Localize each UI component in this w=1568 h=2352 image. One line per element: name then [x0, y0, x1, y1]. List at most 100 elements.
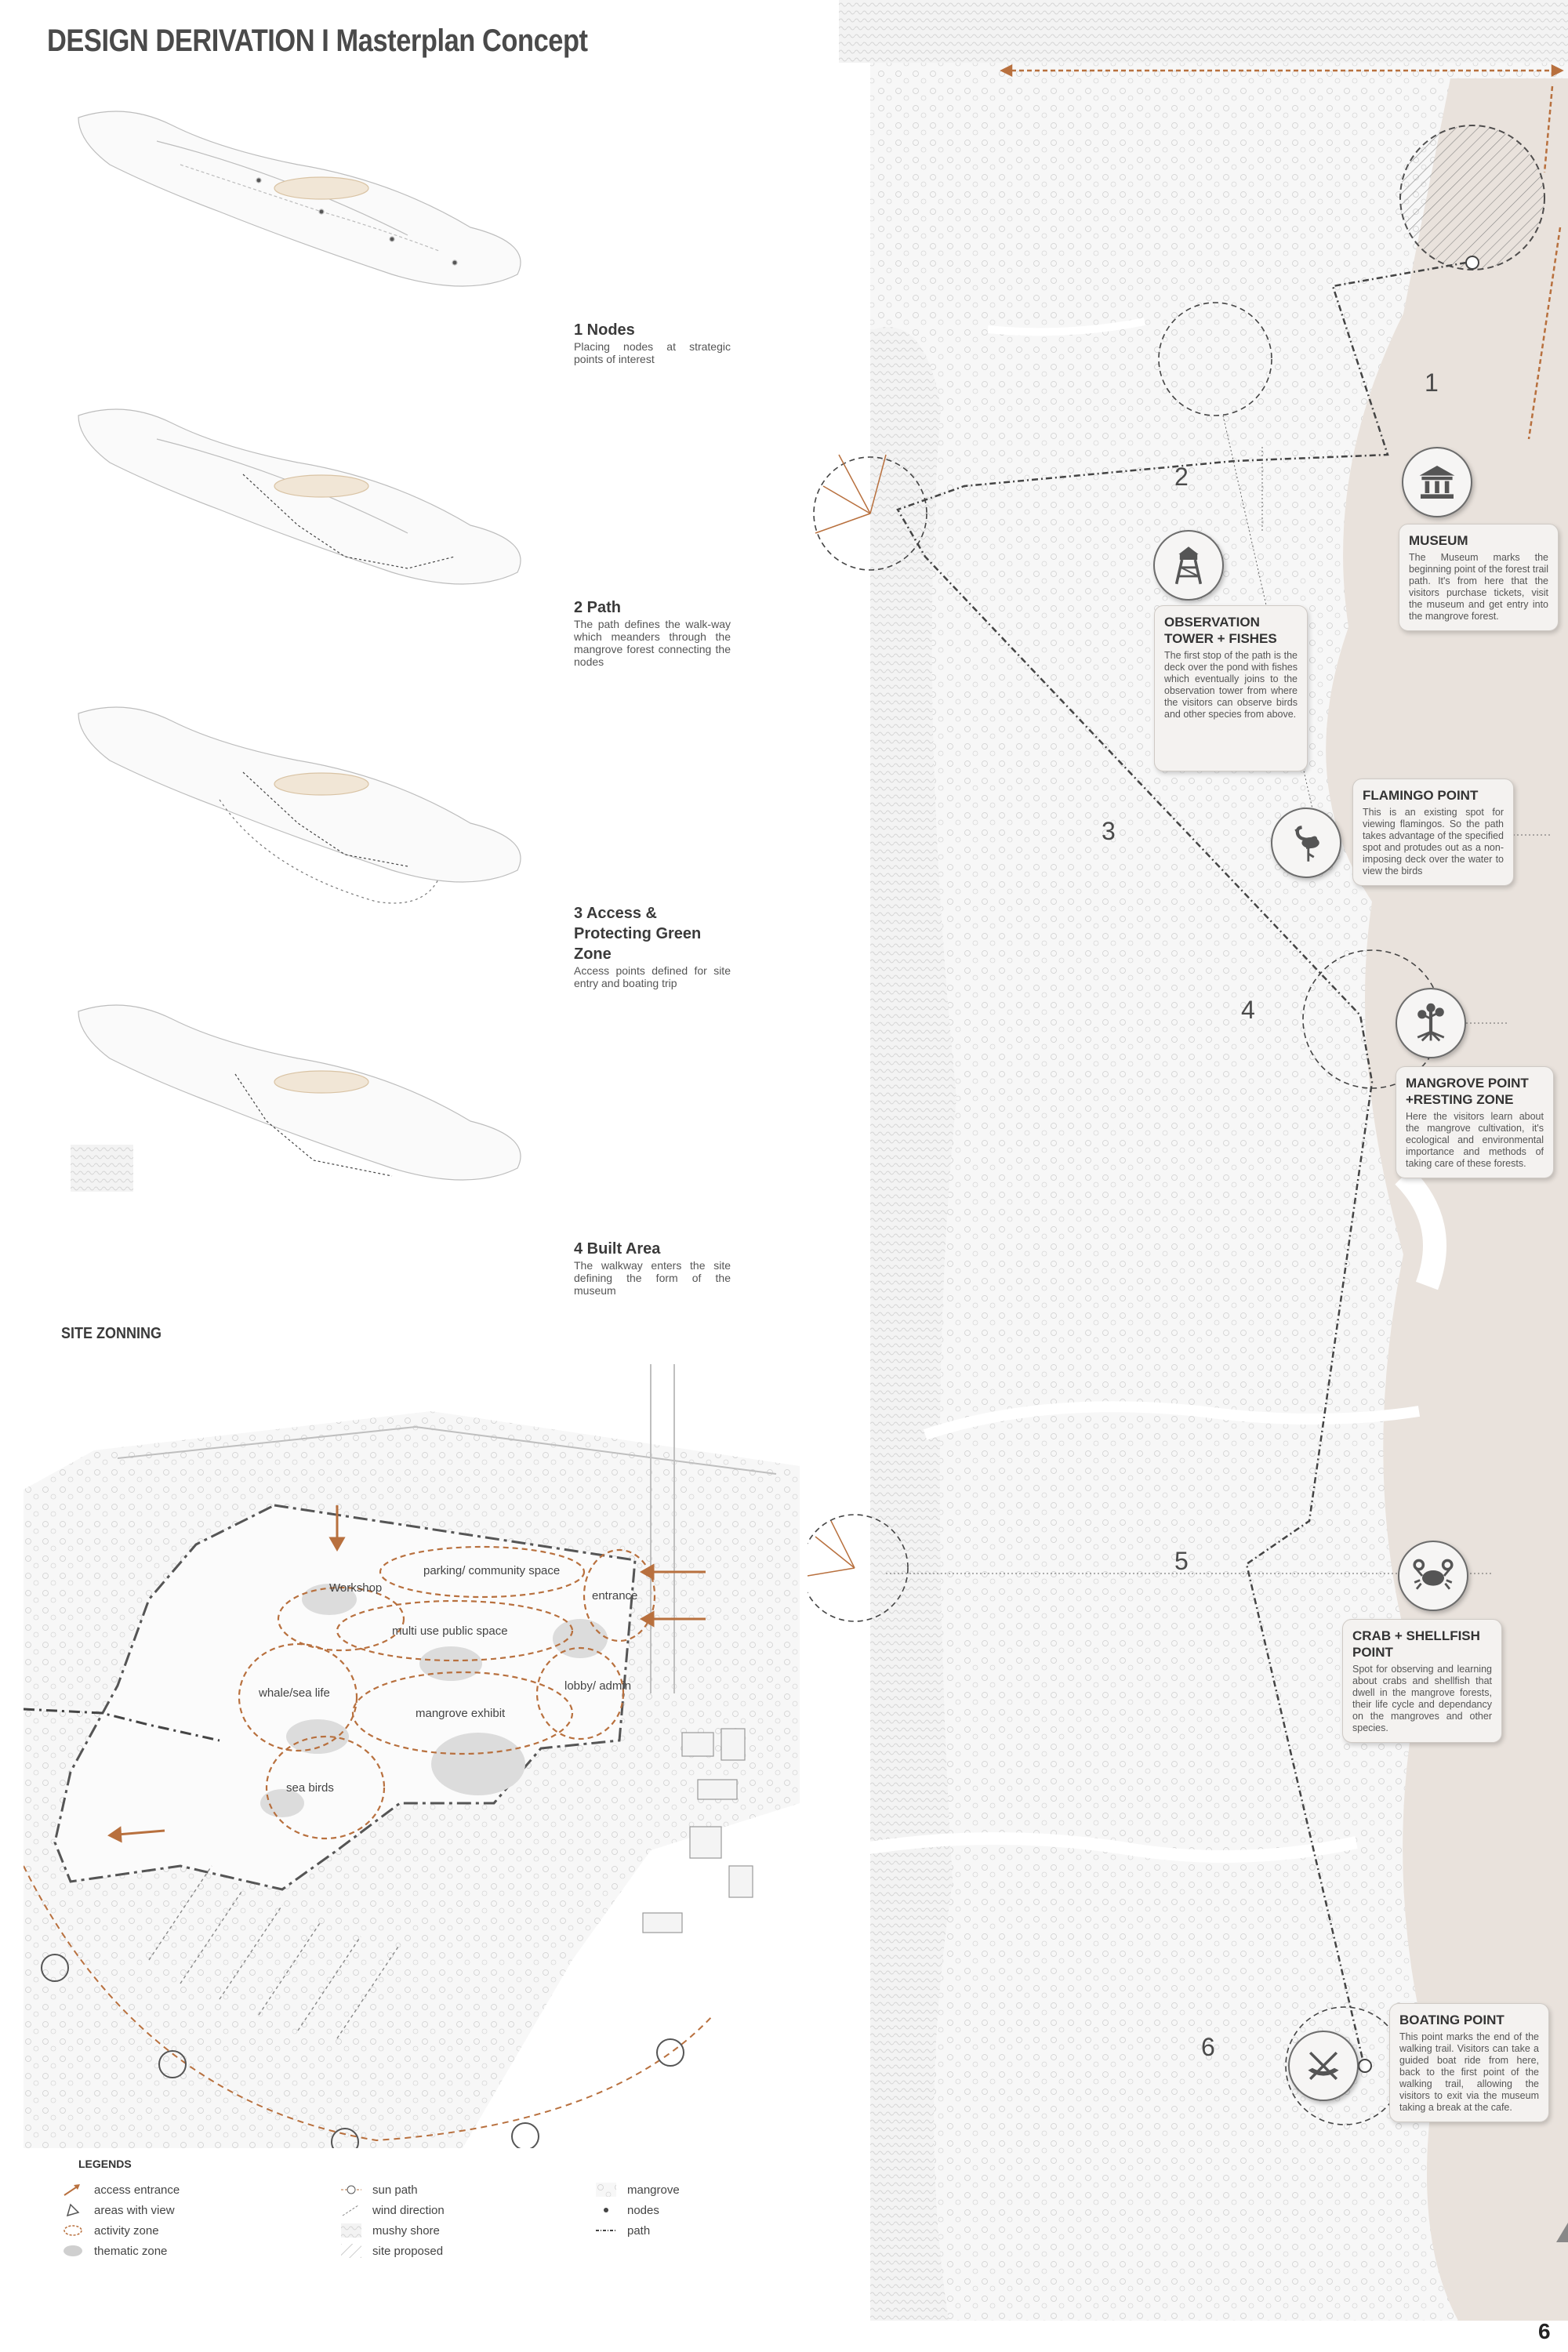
mangrove-icon — [596, 2183, 616, 2197]
legend-item: sun path — [341, 2180, 445, 2200]
legend-label: nodes — [627, 2203, 659, 2217]
page-number: 6 — [1538, 2319, 1551, 2343]
legend-item: path — [596, 2220, 680, 2241]
east-shore — [1326, 78, 1568, 2321]
derivation-sketches — [71, 111, 521, 1192]
legend-label: access entrance — [94, 2183, 180, 2197]
legend-item: site proposed — [341, 2241, 445, 2261]
legend-label: thematic zone — [94, 2244, 168, 2258]
step-2-desc: The path defines the walk-way which mean… — [574, 618, 731, 668]
flamingo-icon — [1271, 808, 1341, 878]
legend-label: areas with view — [94, 2203, 175, 2217]
zone-label: multi use public space — [392, 1624, 508, 1638]
sketch-3-access — [78, 706, 521, 904]
legend-column-3: mangrove nodes path — [596, 2180, 680, 2241]
site-zoning-diagram: parking/ community space Workshop entran… — [24, 1364, 800, 2148]
mangrove-desc: Here the visitors learn about the mangro… — [1406, 1111, 1544, 1169]
site-access-arrows — [1000, 64, 1564, 440]
legend-label: path — [627, 2223, 651, 2238]
zone-label: Workshop — [329, 1581, 382, 1595]
page-title: DESIGN DERIVATION I Masterplan Concept — [47, 24, 588, 58]
view-arrows — [808, 454, 887, 1577]
mangrove-title: MANGROVE POINT +RESTING ZONE — [1406, 1076, 1529, 1107]
sketch-4-built — [71, 1004, 521, 1192]
point-3-number: 3 — [1102, 817, 1116, 845]
step-4-title: 4 Built Area — [574, 1240, 661, 1258]
observation-desc: The first stop of the path is the deck o… — [1164, 650, 1298, 720]
west-mushy-shore — [870, 327, 956, 2321]
node-icon — [604, 2208, 608, 2212]
legend-item: areas with view — [63, 2200, 180, 2220]
sun-positions — [41, 1954, 684, 2148]
legends-panel: access entrance areas with view activity… — [63, 2180, 737, 2281]
crab-desc: Spot for observing and learning about cr… — [1352, 1664, 1492, 1733]
trail-end-node — [1358, 2059, 1372, 2073]
legend-item: wind direction — [341, 2200, 445, 2220]
legend-column-2: sun path wind direction mushy shore site… — [341, 2180, 445, 2261]
legend-item: access entrance — [63, 2180, 180, 2200]
flamingo-desc: This is an existing spot for viewing fla… — [1363, 807, 1504, 877]
observation-info-card: OBSERVATION TOWER + FISHES The first sto… — [1154, 605, 1308, 771]
point-2-number: 2 — [1174, 463, 1189, 491]
access-arrow-icon — [64, 2184, 80, 2196]
museum-zone — [1399, 125, 1545, 270]
flamingo-info-card: FLAMINGO POINT This is an existing spot … — [1352, 779, 1514, 886]
step-4: 4 Built Area The walkway enters the site… — [574, 1239, 731, 1297]
activity-zones — [238, 1545, 656, 1840]
sketch-2-path — [78, 408, 521, 585]
zone-label: entrance — [592, 1589, 637, 1602]
boating-info-card: BOATING POINT This point marks the end o… — [1389, 2003, 1549, 2122]
sketch-1-nodes — [78, 111, 521, 287]
wind-directions — [148, 1865, 401, 2039]
step-2: 2 Path The path defines the walk-way whi… — [574, 597, 731, 668]
flamingo-title: FLAMINGO POINT — [1363, 788, 1479, 803]
legend-label: activity zone — [94, 2223, 159, 2238]
step-4-desc: The walkway enters the site defining the… — [574, 1259, 731, 1297]
point-4-number: 4 — [1241, 996, 1255, 1024]
legend-label: wind direction — [372, 2203, 445, 2217]
trail-start-node — [1465, 256, 1479, 270]
site-road — [117, 1425, 777, 1475]
crab-info-card: CRAB + SHELLFISH POINT Spot for observin… — [1342, 1619, 1502, 1743]
mushy-shore-icon — [341, 2223, 361, 2238]
sun-path-icon — [341, 2185, 361, 2194]
sun-path — [24, 1865, 714, 2142]
step-1-desc: Placing nodes at strategic points of int… — [574, 340, 731, 365]
legend-item: thematic zone — [63, 2241, 180, 2261]
legend-label: site proposed — [372, 2244, 444, 2258]
legend-label: sun path — [372, 2183, 418, 2197]
site-zoning-title: SITE ZONNING — [61, 1325, 162, 1342]
step-1: 1 Nodes Placing nodes at strategic point… — [574, 320, 731, 365]
museum-title: MUSEUM — [1409, 533, 1468, 548]
adjacent-buildings — [642, 1728, 753, 1933]
boating-desc: This point marks the end of the walking … — [1399, 2031, 1539, 2113]
zone-label: parking/ community space — [423, 1564, 560, 1577]
wind-icon — [342, 2205, 359, 2216]
walkway-path — [24, 1708, 220, 1742]
zone-label: mangrove exhibit — [416, 1707, 506, 1720]
boating-title: BOATING POINT — [1399, 2013, 1504, 2027]
legends-title: LEGENDS — [78, 2158, 132, 2170]
museum-icon — [1402, 447, 1472, 517]
north-arrow-icon — [1556, 2223, 1568, 2242]
walking-trail — [896, 261, 1467, 2067]
zone-label: lobby/ admin — [564, 1679, 631, 1693]
activity-zone-icon — [64, 2225, 82, 2236]
step-1-title: 1 Nodes — [574, 321, 635, 339]
crab-title: CRAB + SHELLFISH POINT — [1352, 1628, 1480, 1660]
legend-item: activity zone — [63, 2220, 180, 2241]
thematic-zone-icon — [64, 2245, 82, 2256]
site-proposed-icon — [341, 2244, 361, 2258]
view-icon — [66, 2203, 80, 2217]
museum-desc: The Museum marks the beginning point of … — [1409, 552, 1548, 622]
mangrove-tree-icon — [1396, 988, 1466, 1058]
legend-label: mushy shore — [372, 2223, 440, 2238]
step-3: 3 Access & Protecting Green Zone Access … — [574, 903, 731, 989]
observation-title: OBSERVATION TOWER + FISHES — [1164, 615, 1277, 646]
north-mushy-shore — [839, 0, 1568, 63]
access-arrows — [107, 1505, 706, 1843]
mangrove-info-card: MANGROVE POINT +RESTING ZONE Here the vi… — [1396, 1066, 1554, 1178]
legend-item: mushy shore — [341, 2220, 445, 2241]
legend-column-1: access entrance areas with view activity… — [63, 2180, 180, 2261]
museum-info-card: MUSEUM The Museum marks the beginning po… — [1399, 524, 1559, 631]
